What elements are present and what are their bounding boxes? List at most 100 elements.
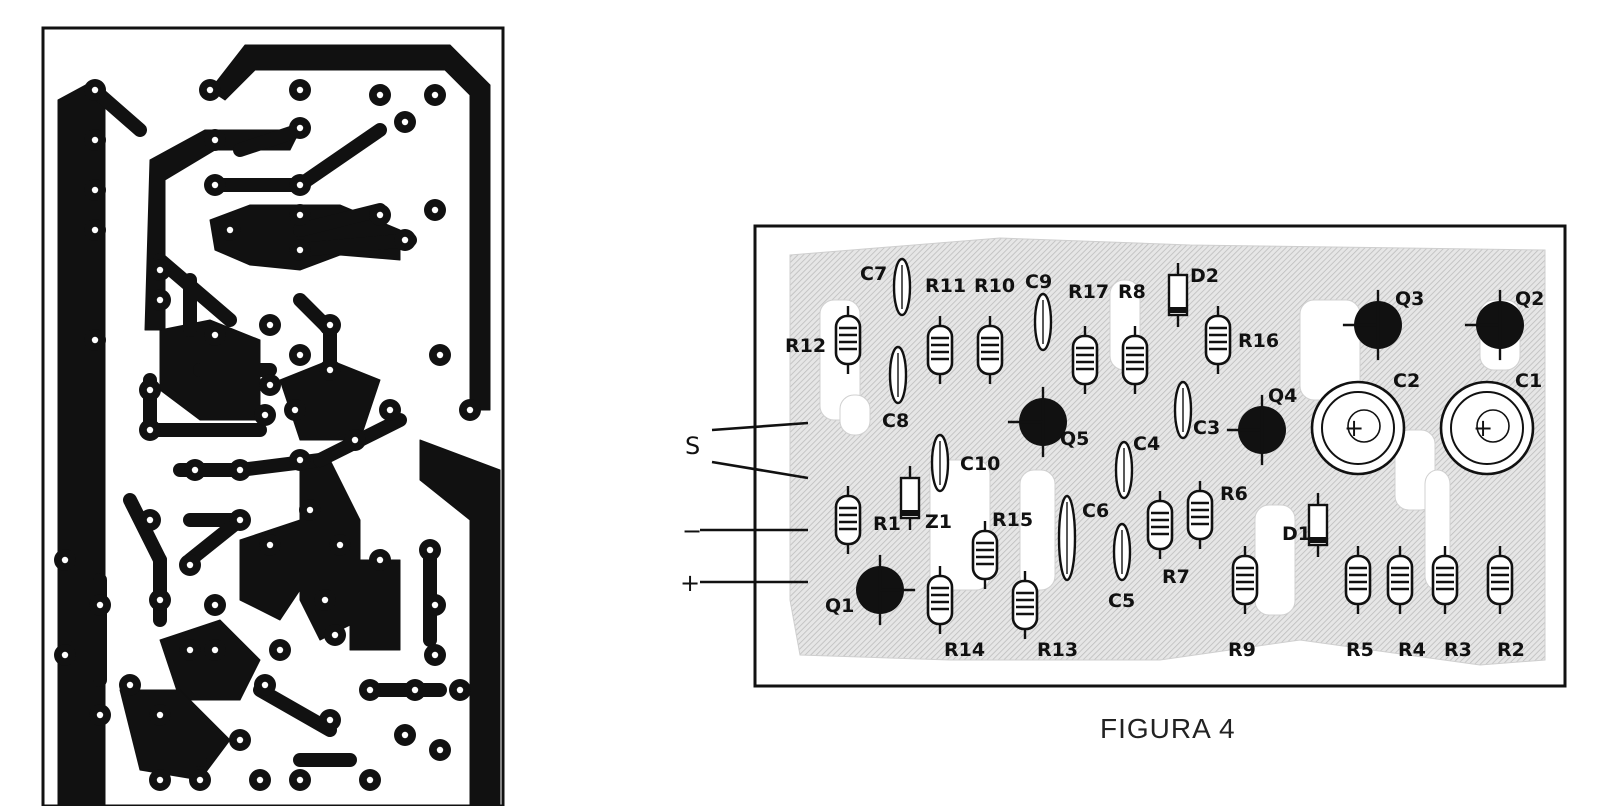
pcb-pad-hole [321,596,329,604]
pcb-pad-hole [206,86,214,94]
pcb-pad-hole [156,596,164,604]
pcb-pad-hole [436,351,444,359]
resistor-label: R1 [873,513,901,535]
resistor-r12: R12 [785,306,862,374]
pcb-pad-hole [291,406,299,414]
copper-trace [93,88,147,137]
electrolytic-core [1476,409,1510,443]
pcb-pad-hole [431,91,439,99]
resistor-label: R14 [944,639,985,661]
pcb-pad-hole [431,651,439,659]
transistor-q2: Q2 [1464,288,1544,361]
transistor-label: Q5 [1060,428,1089,450]
pcb-pad-hole [211,136,219,144]
resistor-r10: R10 [974,275,1015,384]
capacitor-label: C5 [1108,590,1135,612]
resistor-r14: R14 [926,566,985,661]
pcb-pad-hole [196,776,204,784]
pcb-pad-hole [351,436,359,444]
capacitor-c10: C10 [930,433,1000,493]
resistor-r11: R11 [925,275,966,384]
pcb-pad-hole [456,686,464,694]
pcb-pad-hole [61,651,69,659]
resistor-label: R12 [785,335,826,357]
pcb-pad-hole [261,411,269,419]
resistor-body [971,529,999,581]
resistor-body [1071,334,1099,386]
pcb-pad-hole [266,321,274,329]
pcb-pad-hole [401,731,409,739]
copper-trace [293,203,387,237]
pcb-pad-hole [226,226,234,234]
pcb-pad-hole [336,541,344,549]
capacitor-c4: C4 [1114,433,1160,500]
resistor-body [1186,489,1214,541]
pcb-pad-hole [186,646,194,654]
capacitor-label: C6 [1082,500,1109,522]
pcb-pad-hole [91,336,99,344]
resistor-label: R8 [1118,281,1146,303]
resistor-label: R6 [1220,483,1248,505]
capacitor-label: C8 [882,410,909,432]
pcb-pads [54,79,481,791]
resistor-label: R17 [1068,281,1109,303]
resistor-r6: R6 [1186,481,1248,549]
pcb-pad-hole [326,716,334,724]
electrolytic-polarity-mark: + [1473,414,1493,442]
capacitor-label: C3 [1193,417,1220,439]
copper-trace [233,123,307,157]
capacitor-label: C7 [860,263,887,285]
pcb-pad-hole [146,386,154,394]
pcb-pad-hole [431,601,439,609]
pcb-pad-hole [401,118,409,126]
pcb-pad-hole [296,776,304,784]
pcb-copper-layout [41,26,505,806]
resistor-r7: R7 [1146,491,1190,588]
resistor-label: R5 [1346,639,1374,661]
resistor-label: R11 [925,275,966,297]
diode-body [899,476,921,520]
terminal-label-s: S [685,432,700,460]
pcb-pad-hole [156,296,164,304]
resistor-r5: R5 [1344,546,1374,661]
resistor-body [1344,554,1372,606]
capacitor-c3: C3 [1173,380,1220,440]
pcb-pad-hole [266,381,274,389]
terminal-label-minus: − [682,517,702,545]
pcb-pad-hole [331,631,339,639]
capacitor-c9: C9 [1025,271,1053,352]
resistor-r8: R8 [1118,281,1149,394]
pcb-pad-hole [296,86,304,94]
resistor-label: R13 [1037,639,1078,661]
resistor-label: R3 [1444,639,1472,661]
resistor-label: R15 [992,509,1033,531]
pcb-pad-hole [386,406,394,414]
transistor-label: Q1 [825,595,854,617]
resistor-label: R2 [1497,639,1525,661]
pcb-pad-hole [211,646,219,654]
copper-trace [153,713,207,767]
diode-band [1309,537,1327,543]
resistor-body [1486,554,1514,606]
pcb-pad-hole [91,136,99,144]
pcb-pad-hole [236,466,244,474]
resistor-r2: R2 [1486,546,1525,661]
copper-trace [253,683,337,737]
pcb-pad-hole [376,211,384,219]
resistor-body [926,574,954,626]
pcb-pad-hole [211,331,219,339]
pcb-pad-hole [411,686,419,694]
resistor-r13: R13 [1011,571,1078,661]
pcb-pad-hole [326,321,334,329]
figure-caption: FIGURA 4 [1100,713,1236,744]
capacitor-c5: C5 [1108,522,1135,612]
diode-band [901,510,919,516]
pcb-pad-hole [426,546,434,554]
diode-z1: Z1 [899,466,952,533]
resistor-r16: R16 [1204,306,1279,374]
diode-d2: D2 [1167,263,1219,327]
pcb-pad-hole [376,91,384,99]
resistor-body [1121,334,1149,386]
